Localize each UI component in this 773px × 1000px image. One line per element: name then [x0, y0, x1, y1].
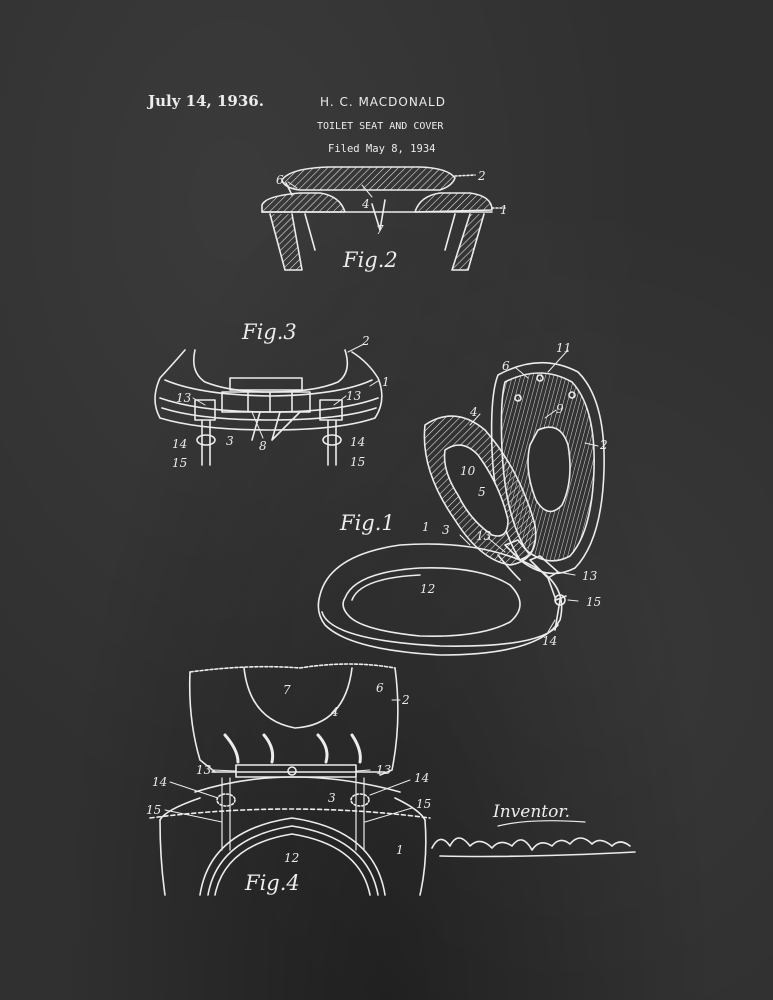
ref-4: 4	[361, 197, 370, 211]
ref-12: 12	[420, 582, 435, 596]
ref-7: 7	[376, 223, 384, 237]
ref-2: 2	[361, 334, 370, 348]
ref-2: 2	[599, 438, 608, 452]
fig4-drawing	[149, 663, 431, 896]
ref-3: 3	[328, 791, 336, 805]
ref-10: 10	[460, 464, 476, 478]
fig1-label: Fig.1	[340, 511, 395, 535]
patent-date: July 14, 1936.	[148, 92, 264, 110]
fig2-drawing	[261, 166, 506, 271]
ref-13: 13	[196, 763, 212, 777]
ref-7: 7	[283, 683, 291, 697]
ref-4: 4	[469, 405, 478, 419]
ref-5: 5	[478, 485, 486, 499]
ref-13: 13	[376, 763, 392, 777]
ref-15: 15	[586, 595, 601, 609]
ref-12: 12	[284, 851, 299, 865]
ref-4: 4	[330, 705, 339, 719]
ref-11: 11	[556, 341, 571, 355]
ref-1: 1	[396, 843, 404, 857]
ref-1: 1	[500, 203, 508, 217]
ref-14: 14	[172, 437, 187, 451]
fig3-label: Fig.3	[242, 320, 297, 344]
fig1-drawing	[317, 361, 605, 656]
fig4-label: Fig.4	[245, 871, 300, 895]
ref-15: 15	[146, 803, 161, 817]
ref-14: 14	[350, 435, 365, 449]
ref-14: 14	[414, 771, 429, 785]
ref-1: 1	[422, 520, 430, 534]
ref-9: 9	[556, 402, 564, 416]
ref-2: 2	[401, 693, 410, 707]
reference-numerals: 6 2 4 1 7 2 1 13 13 3 8 14 14 15 15 11 6…	[146, 169, 608, 865]
ref-13: 13	[476, 529, 492, 543]
ref-3: 3	[226, 434, 234, 448]
ref-6: 6	[276, 173, 284, 187]
ref-13: 13	[176, 391, 192, 405]
ref-13: 13	[346, 389, 362, 403]
ref-6: 6	[376, 681, 384, 695]
ref-8: 8	[259, 439, 267, 453]
ref-15: 15	[350, 455, 365, 469]
ref-14: 14	[542, 634, 557, 648]
ref-6: 6	[502, 359, 510, 373]
filing-date: Filed May 8, 1934	[328, 143, 436, 155]
ref-3: 3	[442, 523, 450, 537]
ref-2: 2	[477, 169, 486, 183]
ref-13: 13	[582, 569, 598, 583]
fig3-drawing	[154, 349, 383, 466]
leader-lines	[164, 181, 599, 823]
fig2-label: Fig.2	[343, 248, 398, 272]
ref-15: 15	[172, 456, 187, 470]
ref-1: 1	[382, 375, 390, 389]
inventor-name: H. C. MACDONALD	[320, 95, 446, 109]
inventor-label: Inventor.	[493, 802, 571, 822]
patent-title: TOILET SEAT AND COVER	[317, 121, 444, 132]
ref-15: 15	[416, 797, 431, 811]
inventor-signature	[431, 820, 636, 858]
ref-14: 14	[152, 775, 167, 789]
